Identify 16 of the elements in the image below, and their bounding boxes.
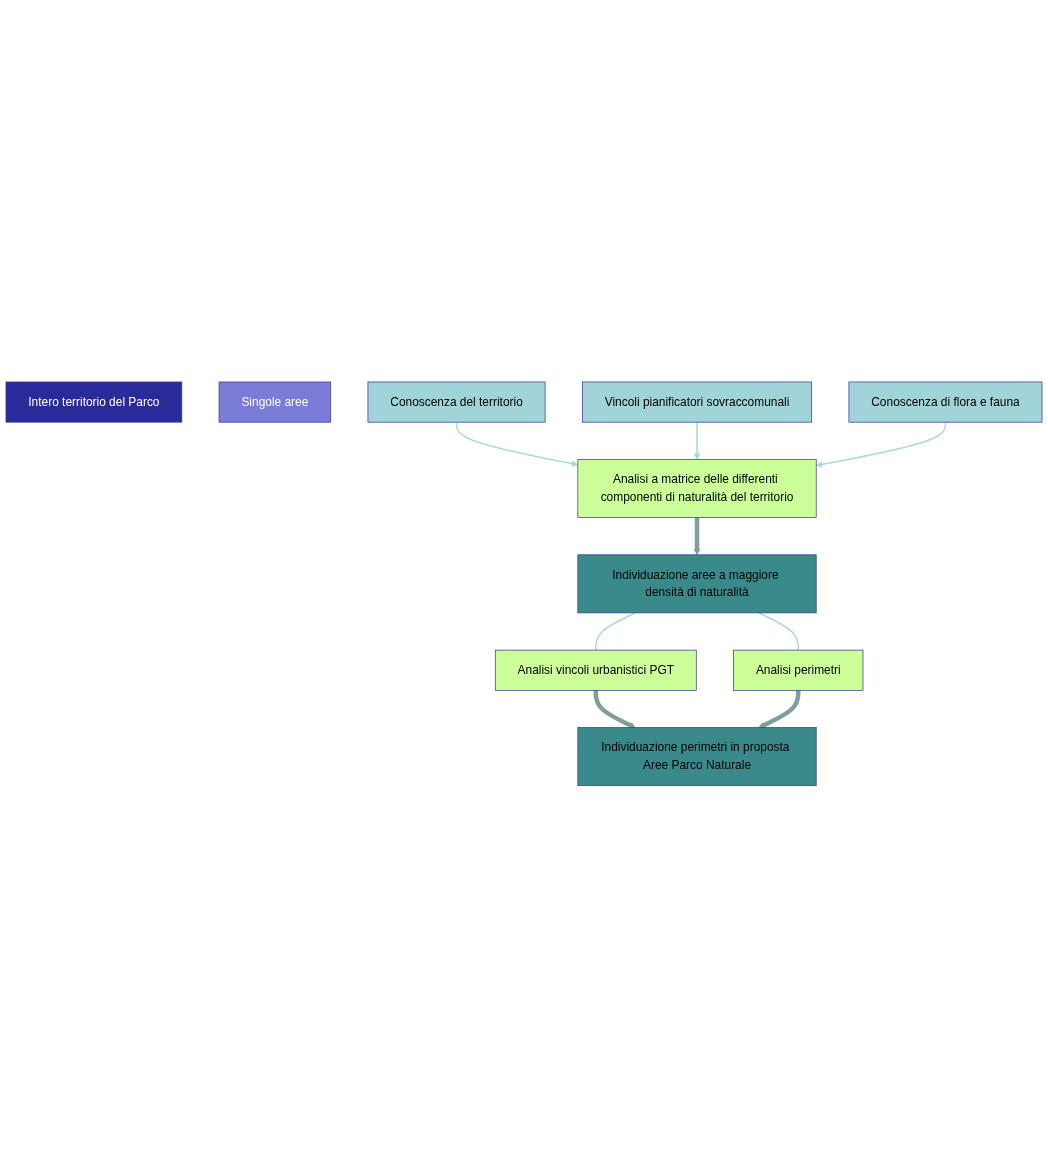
arrow [758,690,801,729]
arrow [693,421,701,460]
node-box: Intero territorio del Parco [5,381,183,423]
node-box: Analisi a matrice delle differenti componenti di naturalità del territorio [577,459,817,519]
node-box: Vincoli pianificatori sovraccomunali [582,381,813,423]
arrow [593,690,636,729]
node-box: Singole aree [218,381,332,423]
node-box: Analisi vincoli urbanistici PGT [494,649,697,691]
arrow [815,421,947,468]
arrow [455,421,579,468]
node-box: Individuazione aree a maggiore densità di naturalità [577,554,817,614]
node-box: Conoscenza del territorio [367,381,546,423]
node-box: Individuazione perimetri in proposta Aree Parco Naturale [577,727,817,787]
arrow [693,517,701,556]
node-box: Conoscenza di flora e fauna [848,381,1043,423]
node-box: Analisi perimetri [733,649,864,691]
